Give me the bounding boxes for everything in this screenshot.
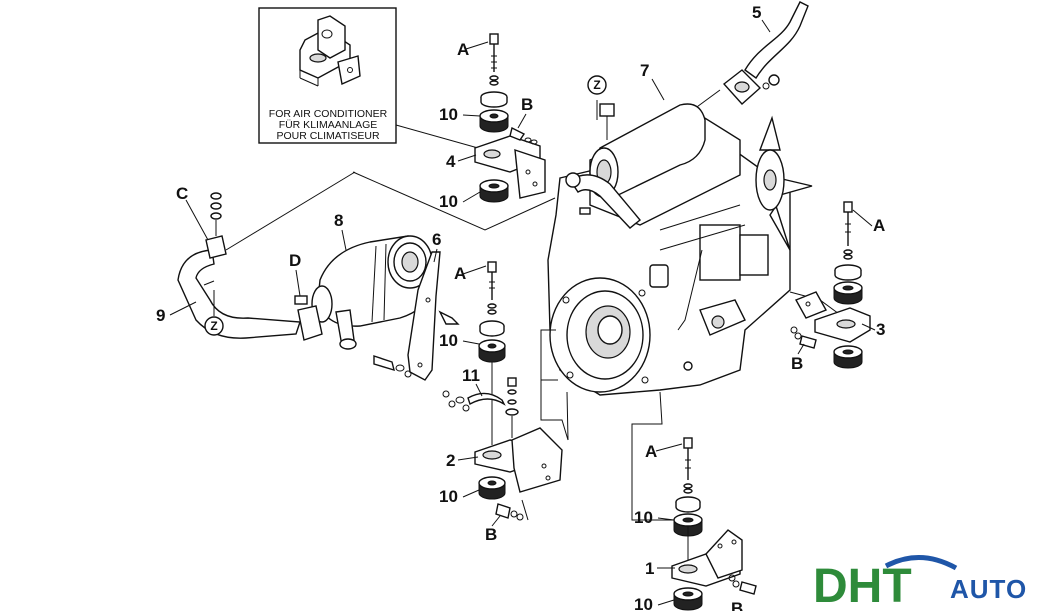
mount-bottom	[671, 437, 757, 611]
z-label-top: Z	[593, 78, 600, 92]
label-part-7: 7	[640, 61, 649, 80]
dht-auto-logo: DHT AUTO	[813, 555, 1027, 611]
label-10-c: 10	[439, 331, 458, 350]
label-10-e: 10	[634, 508, 653, 527]
logo-word: AUTO	[950, 574, 1027, 604]
label-part-1: 1	[645, 559, 654, 578]
label-d: D	[289, 251, 301, 270]
label-a-center: A	[454, 264, 466, 283]
bracket-6	[373, 251, 460, 381]
label-b-right: B	[791, 354, 803, 373]
label-a-right: A	[873, 216, 885, 235]
z-label-left: Z	[210, 319, 217, 333]
logo-swoosh	[884, 555, 958, 571]
label-b-bottom: B	[731, 599, 743, 611]
air-cleaner-8	[294, 235, 433, 350]
label-part-2: 2	[446, 451, 455, 470]
label-part-11: 11	[462, 366, 480, 385]
engine-assembly	[540, 100, 851, 521]
inset-line-2: FÜR KLIMAANLAGE	[279, 119, 378, 131]
inset-frame	[258, 7, 397, 144]
label-10-a: 10	[439, 105, 458, 124]
label-10-f: 10	[634, 595, 653, 611]
hose-5	[689, 1, 809, 113]
label-10-d: 10	[439, 487, 458, 506]
label-a-top: A	[457, 40, 469, 59]
inset-line-3: POUR CLIMATISEUR	[276, 130, 379, 142]
label-part-5: 5	[752, 3, 761, 22]
logo-mark: DHT	[813, 560, 912, 611]
label-part-6: 6	[432, 230, 441, 249]
inset-bracket-drawing	[299, 15, 361, 87]
label-b-center: B	[485, 525, 497, 544]
inset-line-1: FOR AIR CONDITIONER	[269, 108, 388, 120]
mount-center	[442, 261, 569, 521]
callouts: A A A A B B B B 10 10 10 10 10 10 4 5 7	[156, 3, 885, 611]
label-10-b: 10	[439, 192, 458, 211]
z-marker-left	[204, 316, 224, 336]
inset-leader	[395, 124, 479, 149]
inset-air-conditioner: FOR AIR CONDITIONER FÜR KLIMAANLAGE POUR…	[258, 7, 479, 149]
label-b-top: B	[521, 95, 533, 114]
mount-right	[790, 201, 871, 369]
label-part-4: 4	[446, 152, 456, 171]
mount-top	[352, 33, 556, 231]
label-part-3: 3	[876, 320, 885, 339]
label-a-bottom: A	[645, 442, 657, 461]
label-c: C	[176, 184, 188, 203]
label-part-8: 8	[334, 211, 343, 230]
label-part-9: 9	[156, 306, 165, 325]
z-marker-top	[587, 75, 607, 95]
hose-9	[177, 171, 356, 341]
